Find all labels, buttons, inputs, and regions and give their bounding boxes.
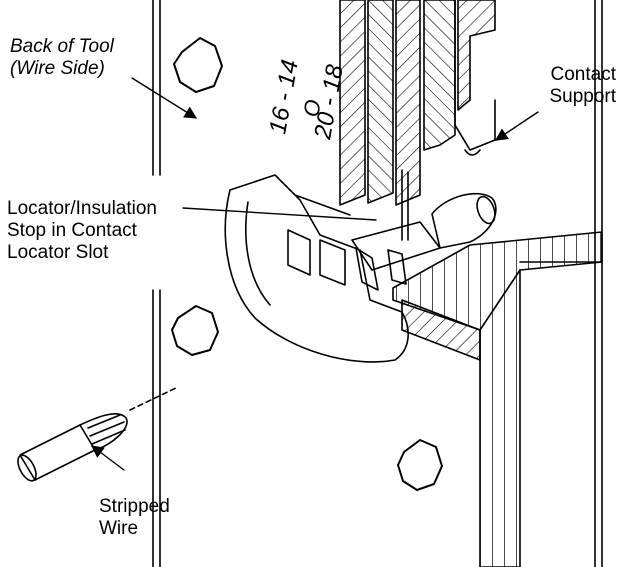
- locator-stop-line-1: Locator/Insulation: [7, 198, 157, 219]
- locator-stop-label: Locator/Insulation Stop in Contact Locat…: [7, 198, 157, 264]
- contact-support-label: Contact Support: [536, 64, 616, 108]
- back-of-tool-label: Back of Tool (Wire Side): [10, 36, 114, 80]
- contact-support-line-1: Contact: [550, 64, 616, 85]
- tool-frame: [152, 0, 603, 567]
- stripped-wire-line-2: Wire: [99, 518, 139, 539]
- back-of-tool-line-2: (Wire Side): [10, 58, 105, 79]
- back-of-tool-line-1: Back of Tool: [10, 36, 114, 57]
- contact-support-line-2: Support: [549, 86, 616, 107]
- leader-lines: [90, 77, 539, 471]
- contact-terminal: [351, 169, 497, 291]
- contact-support-jaw: [454, 0, 496, 156]
- stripped-wire-label: Stripped Wire: [99, 496, 170, 540]
- locator-stop-line-3: Locator Slot: [7, 242, 109, 263]
- front-jaw: [392, 231, 603, 567]
- die-markings: 16 - 14 O 20 - 18: [264, 58, 349, 142]
- crimp-die-blocks: [339, 0, 496, 206]
- die-marking-middle: O: [298, 98, 326, 119]
- die-marking-upper: 16 - 14: [264, 58, 304, 136]
- locator-stop-line-2: Stop in Contact: [7, 220, 137, 241]
- locator-housing: [224, 174, 409, 363]
- mounting-holes: [171, 37, 443, 491]
- stripped-wire-line-1: Stripped: [99, 496, 170, 517]
